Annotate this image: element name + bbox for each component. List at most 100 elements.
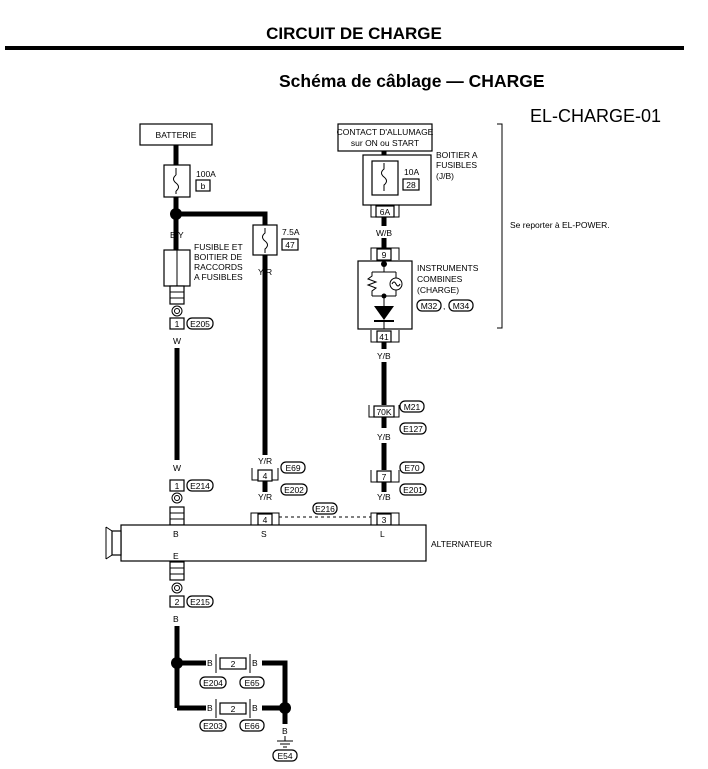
svg-text:E215: E215 bbox=[190, 597, 210, 607]
svg-text:1: 1 bbox=[175, 319, 180, 329]
svg-text:E201: E201 bbox=[403, 485, 423, 495]
fuse-100a: 100A b bbox=[163, 164, 216, 198]
svg-text:E70: E70 bbox=[404, 463, 419, 473]
wire-color-yb-1: Y/B bbox=[377, 351, 391, 361]
wire-color-yr-mid: Y/R bbox=[258, 456, 272, 466]
wire-color-by: B/Y bbox=[170, 230, 184, 240]
svg-text:FUSIBLE ET: FUSIBLE ET bbox=[194, 242, 243, 252]
diagram-subtitle: Schéma de câblage — CHARGE bbox=[279, 71, 545, 91]
alternator: B S L ALTERNATEUR bbox=[105, 524, 492, 562]
ignition-switch: CONTACT D'ALLUMAGE sur ON ou START bbox=[337, 123, 434, 152]
wire-color-w-bottom: W bbox=[173, 463, 181, 473]
svg-text:4: 4 bbox=[263, 515, 268, 525]
connector-9: 9 bbox=[370, 247, 400, 261]
wire-color-e: E bbox=[173, 551, 179, 561]
svg-text:sur ON ou START: sur ON ou START bbox=[351, 138, 419, 148]
svg-text:E204: E204 bbox=[203, 678, 223, 688]
svg-text:FUSIBLES: FUSIBLES bbox=[436, 160, 477, 170]
connector-e203-e66: 2 E203 E66 bbox=[199, 699, 265, 732]
see-reference: Se reporter à EL-POWER. bbox=[510, 220, 610, 230]
svg-text:70K: 70K bbox=[376, 407, 391, 417]
page-title: CIRCUIT DE CHARGE bbox=[266, 24, 442, 43]
svg-text:INSTRUMENTS: INSTRUMENTS bbox=[417, 263, 479, 273]
connector-e69-e202: 4 E69 E202 bbox=[251, 461, 308, 496]
wire-color-yb-3: Y/B bbox=[377, 492, 391, 502]
svg-text:M32: M32 bbox=[421, 301, 438, 311]
ground-icon bbox=[277, 736, 293, 748]
harness-terminal-lower bbox=[169, 561, 185, 581]
fuse-block-jb: 10A 28 BOITIER A FUSIBLES (J/B) bbox=[362, 150, 478, 206]
connector-6a: 6A bbox=[370, 205, 400, 218]
svg-text:B: B bbox=[173, 529, 179, 539]
title-rule bbox=[5, 46, 684, 50]
svg-text:1: 1 bbox=[175, 481, 180, 491]
svg-text:CONTACT D'ALLUMAGE: CONTACT D'ALLUMAGE bbox=[337, 127, 434, 137]
connector-e54: E54 bbox=[277, 751, 292, 761]
svg-text:B: B bbox=[252, 658, 258, 668]
wire-color-wb: W/B bbox=[376, 228, 392, 238]
svg-text:E66: E66 bbox=[244, 721, 259, 731]
svg-text:M34: M34 bbox=[453, 301, 470, 311]
svg-text:,: , bbox=[443, 301, 445, 311]
svg-text:47: 47 bbox=[285, 240, 295, 250]
branch-wire-7.5a bbox=[176, 211, 268, 225]
connector-e205: 1 E205 bbox=[169, 317, 214, 330]
svg-text:41: 41 bbox=[379, 332, 389, 342]
svg-text:E127: E127 bbox=[403, 424, 423, 434]
svg-text:B: B bbox=[207, 658, 213, 668]
wire-color-yr-bottom: Y/R bbox=[258, 492, 272, 502]
svg-text:S: S bbox=[261, 529, 267, 539]
svg-text:COMBINES: COMBINES bbox=[417, 274, 463, 284]
svg-text:E214: E214 bbox=[190, 481, 210, 491]
wire-color-w-top: W bbox=[173, 336, 181, 346]
svg-text:BOITIER A: BOITIER A bbox=[436, 150, 478, 160]
wire-color-yb-2: Y/B bbox=[377, 432, 391, 442]
fuse-100a-rating: 100A bbox=[196, 169, 216, 179]
svg-text:(CHARGE): (CHARGE) bbox=[417, 285, 459, 295]
svg-text:10A: 10A bbox=[404, 167, 419, 177]
fusible-link-box: FUSIBLE ET BOITIER DE RACCORDS A FUSIBLE… bbox=[163, 242, 243, 287]
battery-label: BATTERIE bbox=[156, 130, 197, 140]
svg-text:2: 2 bbox=[231, 659, 236, 669]
svg-text:B: B bbox=[207, 703, 213, 713]
instrument-cluster: INSTRUMENTS COMBINES (CHARGE) M32 , M34 bbox=[357, 260, 479, 330]
svg-text:A FUSIBLES: A FUSIBLES bbox=[194, 272, 243, 282]
svg-text:RACCORDS: RACCORDS bbox=[194, 262, 243, 272]
svg-text:4: 4 bbox=[263, 471, 268, 481]
svg-text:E203: E203 bbox=[203, 721, 223, 731]
alternator-label: ALTERNATEUR bbox=[431, 539, 492, 549]
connector-alternator-s: 4 bbox=[250, 512, 280, 526]
svg-text:2: 2 bbox=[231, 704, 236, 714]
connector-e215: 2 E215 bbox=[169, 595, 214, 608]
battery: BATTERIE bbox=[139, 123, 213, 146]
wire-color-b-1: B bbox=[173, 614, 179, 624]
connector-e216: E216 bbox=[315, 504, 335, 514]
harness-terminal-upper bbox=[169, 506, 185, 526]
connector-e70-e201: 7 E70 E201 bbox=[370, 461, 427, 496]
svg-text:E205: E205 bbox=[190, 319, 210, 329]
svg-text:L: L bbox=[380, 529, 385, 539]
connector-e214: 1 E214 bbox=[169, 479, 214, 492]
svg-text:9: 9 bbox=[382, 250, 387, 260]
svg-text:7.5A: 7.5A bbox=[282, 227, 300, 237]
svg-text:7: 7 bbox=[382, 472, 387, 482]
diode-icon bbox=[374, 306, 394, 320]
svg-text:E69: E69 bbox=[285, 463, 300, 473]
svg-text:6A: 6A bbox=[380, 207, 391, 217]
svg-text:(J/B): (J/B) bbox=[436, 171, 454, 181]
connector-e204-e65: 2 E204 E65 bbox=[199, 654, 265, 689]
svg-text:M21: M21 bbox=[404, 402, 421, 412]
svg-text:BOITIER DE: BOITIER DE bbox=[194, 252, 243, 262]
svg-text:3: 3 bbox=[382, 515, 387, 525]
svg-text:E65: E65 bbox=[244, 678, 259, 688]
harness-terminal bbox=[169, 285, 185, 305]
connector-70k: 70K M21 E127 bbox=[368, 400, 427, 435]
svg-text:28: 28 bbox=[406, 180, 416, 190]
fuse-7.5a: 7.5A 47 bbox=[252, 224, 300, 256]
svg-text:B: B bbox=[252, 703, 258, 713]
svg-text:E202: E202 bbox=[284, 485, 304, 495]
svg-text:2: 2 bbox=[175, 597, 180, 607]
connector-ring bbox=[171, 305, 183, 317]
diagram-code: EL-CHARGE-01 bbox=[530, 106, 662, 126]
